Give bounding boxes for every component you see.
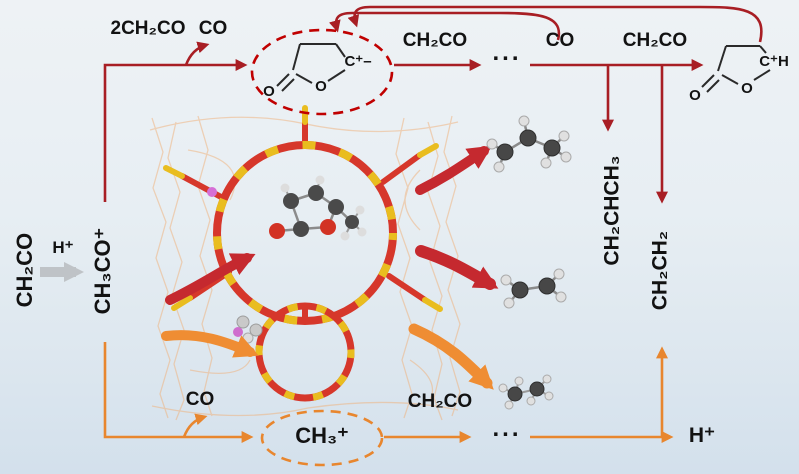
zeolite-main-ring-oxygens bbox=[213, 141, 397, 325]
protonated-lactone-ring-o: O bbox=[741, 80, 753, 97]
h-atom bbox=[357, 227, 367, 237]
heteroatom-dot bbox=[233, 327, 243, 337]
label-co-top-2: CO bbox=[545, 30, 575, 51]
methyl-cation-label: CH₃⁺ bbox=[295, 423, 349, 448]
alkane-molecule-model bbox=[498, 374, 554, 410]
c-atom bbox=[293, 221, 309, 237]
h-atom bbox=[493, 161, 505, 173]
zeolite-stick bbox=[179, 173, 226, 201]
wireframe-line bbox=[409, 359, 434, 401]
wireframe-line bbox=[151, 117, 171, 419]
label-2ch2co: 2CH₂CO bbox=[110, 18, 186, 39]
red-reaction-path bbox=[103, 5, 763, 204]
co-release-hook-bottom bbox=[182, 413, 208, 438]
arrow-acylium-to-methyl-cation bbox=[103, 342, 254, 443]
h-atom bbox=[503, 297, 515, 309]
product-arrow-ethylene bbox=[415, 245, 499, 290]
c-atom bbox=[543, 139, 561, 157]
h-atom bbox=[540, 157, 552, 169]
o-atom bbox=[320, 219, 336, 235]
c-atom bbox=[496, 143, 514, 161]
proton-label-right: H⁺ bbox=[688, 424, 716, 447]
lactone-cation-ellipse bbox=[250, 28, 394, 116]
ellipsis-top: ... bbox=[492, 39, 522, 66]
acylium-label: CH₃CO⁺ bbox=[89, 227, 115, 315]
lactone-cation-charge: C⁺– bbox=[344, 53, 372, 70]
protonated-lactone-carbonyl-o: O bbox=[689, 87, 701, 104]
h-atom bbox=[555, 291, 567, 303]
methyl-cation-ellipse bbox=[260, 409, 384, 467]
zeolite-stick bbox=[386, 273, 428, 303]
heteroatom-dot bbox=[207, 187, 217, 197]
h-atom bbox=[486, 138, 498, 150]
ethylene-label: CH₂CH₂ bbox=[648, 230, 672, 311]
label-ch2co-mid: CH₂CO bbox=[402, 30, 468, 51]
product-arrow-propene bbox=[415, 145, 493, 195]
recycle-arrow-outer bbox=[347, 5, 763, 43]
zeolite-stick bbox=[380, 152, 423, 185]
h-atom bbox=[315, 175, 325, 185]
protonated-lactone-structure bbox=[701, 45, 771, 93]
zeolite-stick bbox=[163, 165, 185, 179]
h-atom bbox=[544, 391, 554, 401]
c-atom bbox=[308, 185, 324, 201]
c-atom bbox=[345, 215, 359, 229]
wireframe-line bbox=[187, 149, 236, 201]
h-atom bbox=[560, 151, 572, 163]
label-ch2co-right: CH₂CO bbox=[622, 30, 688, 51]
c-atom bbox=[507, 386, 523, 402]
wireframe-line bbox=[167, 121, 185, 421]
h-atom bbox=[504, 400, 514, 410]
recycle-arrow-inner bbox=[329, 11, 561, 41]
lactone-cation-ring-o: O bbox=[315, 78, 327, 95]
ellipsis-bottom: ... bbox=[492, 415, 522, 442]
ethylene-molecule-model bbox=[500, 268, 567, 309]
wireframe-line bbox=[404, 169, 421, 231]
label-co-bottom: CO bbox=[185, 389, 215, 410]
zeolite-stick bbox=[171, 295, 193, 311]
o-atom bbox=[269, 223, 285, 239]
c-atom bbox=[529, 381, 545, 397]
label-co-top-1: CO bbox=[198, 18, 228, 39]
co-release-hook-top bbox=[184, 41, 210, 66]
feed-arrow-upper-channel bbox=[165, 253, 256, 305]
lactone-cation-structure bbox=[276, 43, 346, 92]
h-atom bbox=[518, 115, 530, 127]
propene-molecule-model bbox=[486, 115, 572, 173]
h-atom bbox=[498, 383, 508, 393]
h-atom bbox=[280, 183, 290, 193]
zeolite-lower-ring-oxygens bbox=[255, 302, 355, 402]
h-atom bbox=[526, 396, 536, 406]
reactant-label: CH₂CO bbox=[11, 232, 37, 308]
c-atom bbox=[519, 129, 537, 147]
lactone-cation-carbonyl-o: O bbox=[263, 83, 275, 100]
c-atom bbox=[511, 281, 529, 299]
c-atom bbox=[328, 199, 344, 215]
c-atom bbox=[283, 193, 299, 209]
h-atom bbox=[500, 274, 512, 286]
h-atom bbox=[355, 205, 365, 215]
zeolite-stick bbox=[417, 143, 439, 158]
feed-arrow-lower-channel bbox=[161, 330, 259, 358]
h-atom bbox=[340, 231, 350, 241]
wireframe-line bbox=[189, 359, 251, 374]
h-atom bbox=[514, 376, 524, 386]
protonated-lactone-charge: C⁺H bbox=[759, 53, 789, 70]
wireframe-line bbox=[197, 115, 213, 417]
c-atom bbox=[538, 277, 556, 295]
orange-reaction-path bbox=[103, 342, 674, 443]
product-arrow-alkane bbox=[408, 323, 494, 390]
lactone-molecule-model bbox=[269, 175, 367, 241]
arrow-acylium-to-lactone bbox=[103, 59, 248, 202]
proton-label-left: H⁺ bbox=[52, 238, 74, 257]
h-atom bbox=[553, 268, 565, 280]
h-atom bbox=[558, 130, 570, 142]
zeolite-stick bbox=[422, 297, 443, 312]
wireframe-line bbox=[427, 121, 443, 421]
label-ch2co-bottom: CH₂CO bbox=[407, 391, 473, 412]
propene-label: CH₂CHCH₃ bbox=[600, 155, 624, 266]
h-atom bbox=[542, 374, 552, 384]
